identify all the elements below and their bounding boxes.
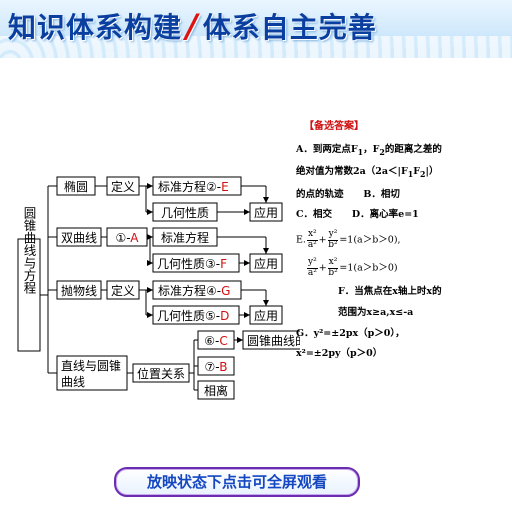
parabola-geometric-properties: 几何性质⑤-D xyxy=(157,309,229,323)
ellipse-definition: 定义 xyxy=(111,179,135,194)
title-separator: / xyxy=(186,7,199,45)
answer-f-line2: 范围为x≥a,x≤-a xyxy=(338,306,414,318)
answer-a-line2: 绝对值为常数2a（2a＜|F1F2|） xyxy=(296,166,439,179)
title-right: 体系自主完善 xyxy=(202,11,377,44)
fullscreen-button[interactable]: 放映状态下点击可全屏观看 xyxy=(114,467,360,497)
relation-6: ⑥-C xyxy=(204,334,227,348)
concept-map: 圆锥曲线与方程 椭圆 定义 标准方程②-E 几何性质 应用 双曲线 ①-A 标准… xyxy=(17,176,300,400)
ellipse-label: 椭圆 xyxy=(64,179,88,194)
answer-g: G．y²=±2px（p＞0）， xyxy=(296,327,405,339)
hyperbola-standard-equation: 标准方程 xyxy=(161,230,209,245)
answer-a-line3-b: 的点的轨迹 B．相切 xyxy=(296,188,400,200)
answer-g-line2: x²=±2py（p＞0） xyxy=(296,348,383,360)
ellipse-geometric-properties: 几何性质 xyxy=(161,206,209,220)
relation-separate: 相离 xyxy=(204,383,228,398)
parabola-standard-equation: 标准方程④-G xyxy=(158,283,230,298)
line-conic-label-2: 曲线 xyxy=(61,375,85,389)
hyperbola-definition: ①-A xyxy=(115,231,139,245)
parabola-definition: 定义 xyxy=(111,283,135,298)
hyperbola-label: 双曲线 xyxy=(61,231,97,245)
line-conic-label-1: 直线与圆锥 xyxy=(61,359,121,373)
answers-title: 【备选答案】 xyxy=(304,121,364,132)
hyperbola-geometric-properties: 几何性质③-F xyxy=(157,257,227,271)
answers-panel: 【备选答案】 A．到两定点F1，F2的距离之差的 绝对值为常数2a（2a＜|F1… xyxy=(296,120,508,369)
answer-b: B．相切 xyxy=(363,188,400,200)
relation-7: ⑦-B xyxy=(205,360,228,374)
answer-c: C．相交 xyxy=(296,209,333,221)
ellipse-standard-equation: 标准方程②-E xyxy=(158,179,229,194)
root-label: 圆锥曲线与方程 xyxy=(22,206,37,294)
ellipse-application: 应用 xyxy=(254,205,278,220)
hyperbola-application: 应用 xyxy=(254,256,278,271)
answer-f: F．当焦点在x轴上时x的 xyxy=(338,286,442,298)
parabola-application: 应用 xyxy=(254,308,278,323)
answer-d: D．离心率e=1 xyxy=(351,209,419,221)
answer-a: A．到两定点F1，F2的距离之差的 xyxy=(296,143,442,157)
page-title: 知识体系构建/体系自主完善 xyxy=(8,6,377,46)
parabola-label: 抛物线 xyxy=(61,283,97,298)
title-left: 知识体系构建 xyxy=(8,11,183,44)
conic-chord: 圆锥曲线的弦 xyxy=(247,333,300,348)
banner-wave-decoration xyxy=(0,36,512,58)
answer-c-d: C．相交 D．离心率e=1 xyxy=(296,209,508,222)
header-banner: 知识体系构建/体系自主完善 xyxy=(0,0,512,58)
position-relation: 位置关系 xyxy=(137,366,185,381)
